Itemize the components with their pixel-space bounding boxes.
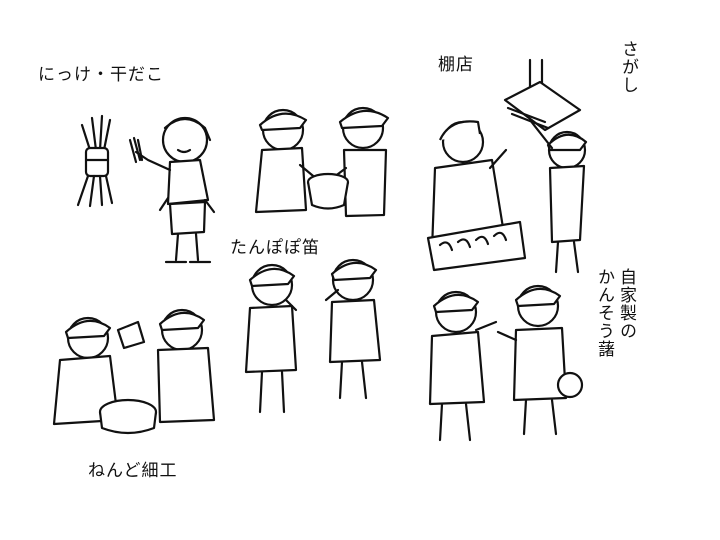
label-jikasei-line2: かんそう藷 [594,268,614,358]
label-tanpopo-bue: たんぽぽ笛 [230,238,320,258]
label-nendo-zaiku: ねんど細工 [88,461,178,481]
child-with-nikke [128,116,216,264]
children-tanpopo-flute [244,258,382,414]
label-jikasei-line1: 自家製の [616,268,636,340]
label-sagashi: さがし [618,40,638,94]
nikke-bundle-drawing [76,114,114,208]
tanaya-stall [426,58,588,274]
children-clay-craft [52,308,216,435]
children-at-pot [254,106,390,218]
label-nikke-hoshidako: にっけ・干だこ [38,65,164,85]
children-dried-potato [428,284,584,442]
label-tanaya: 棚店 [438,55,474,75]
